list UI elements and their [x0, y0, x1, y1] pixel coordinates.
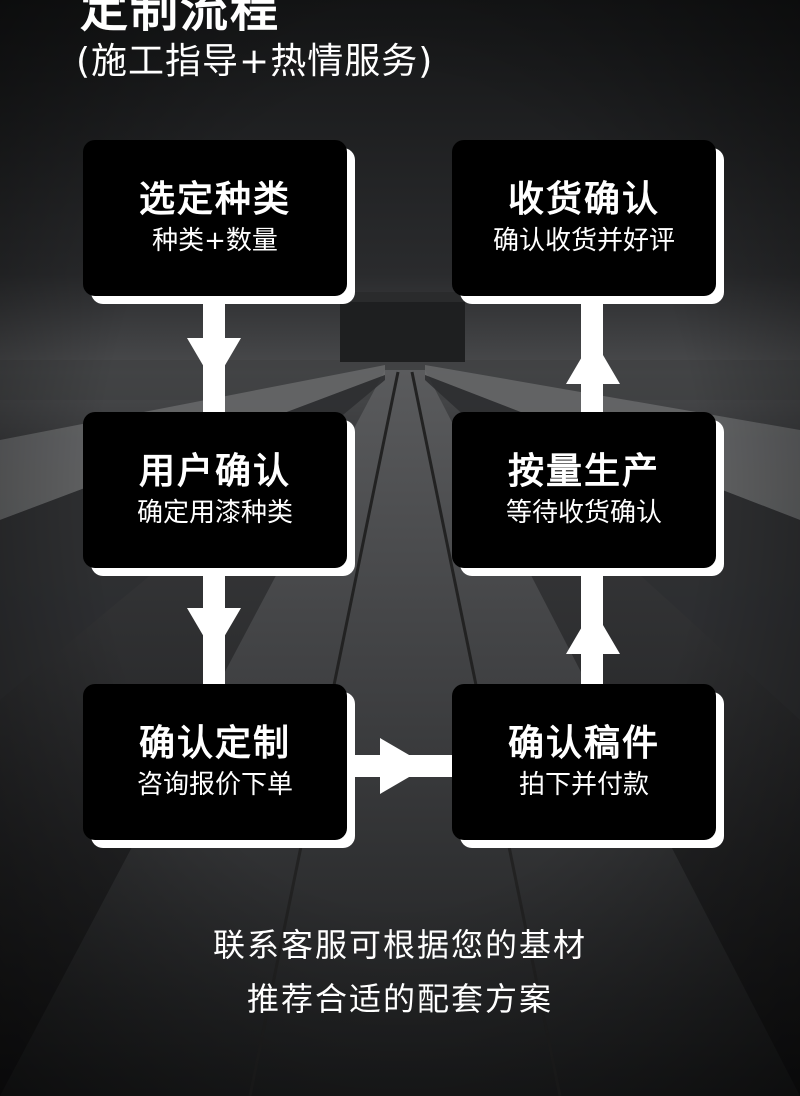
step-title: 确认定制	[138, 723, 291, 764]
step-card-receipt-confirm: 收货确认 确认收货并好评	[452, 140, 724, 304]
arrow-down-1	[187, 300, 241, 412]
card-body: 用户确认 确定用漆种类	[83, 412, 347, 568]
step-card-production: 按量生产 等待收货确认	[452, 412, 724, 576]
step-card-confirm-draft: 确认稿件 拍下并付款	[452, 684, 724, 848]
arrow-up-1	[566, 572, 620, 684]
step-title: 收货确认	[507, 179, 660, 220]
card-body: 收货确认 确认收货并好评	[452, 140, 716, 296]
step-title: 用户确认	[138, 451, 291, 492]
step-title: 选定种类	[138, 179, 291, 220]
arrow-up-2	[566, 300, 620, 412]
card-body: 确认定制 咨询报价下单	[83, 684, 347, 840]
step-title: 按量生产	[507, 451, 660, 492]
step-subtitle: 确认收货并好评	[492, 226, 675, 256]
step-subtitle: 等待收货确认	[505, 498, 662, 528]
step-subtitle: 确定用漆种类	[136, 498, 293, 528]
step-subtitle: 拍下并付款	[518, 770, 649, 800]
step-title: 确认稿件	[507, 723, 660, 764]
card-body: 选定种类 种类+数量	[83, 140, 347, 296]
footer-text-line-2: 推荐合适的配套方案	[246, 980, 553, 1018]
step-card-user-confirm: 用户确认 确定用漆种类	[83, 412, 355, 576]
arrow-down-2	[187, 572, 241, 684]
step-subtitle: 种类+数量	[152, 226, 278, 256]
step-card-select-type: 选定种类 种类+数量	[83, 140, 355, 304]
page-subtitle: (施工指导+热情服务)	[76, 41, 434, 82]
footer-text-line-1: 联系客服可根据您的基材	[212, 926, 587, 964]
card-body: 确认稿件 拍下并付款	[452, 684, 716, 840]
arrow-right	[352, 738, 452, 794]
page-title: 定制流程	[80, 0, 281, 38]
step-subtitle: 咨询报价下单	[136, 770, 293, 800]
card-body: 按量生产 等待收货确认	[452, 412, 716, 568]
step-card-confirm-custom: 确认定制 咨询报价下单	[83, 684, 355, 848]
